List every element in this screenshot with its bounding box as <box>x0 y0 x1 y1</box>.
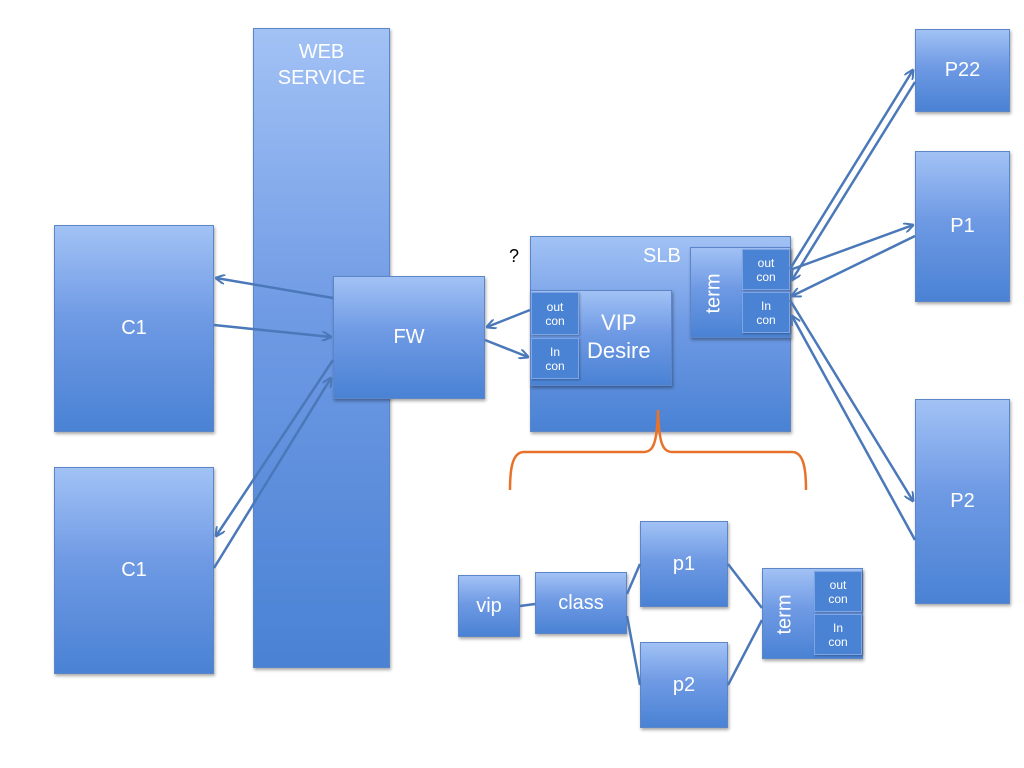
server-label-p2: P2 <box>950 490 975 512</box>
arrow-c1-top-to-fw <box>213 323 331 337</box>
server-box-p22: P22 <box>915 29 1010 112</box>
term-out-con-line2: con <box>756 269 776 284</box>
server-box-p1: P1 <box>915 151 1010 302</box>
flow-class-box: class <box>535 572 627 634</box>
arrow-term-to-p22 <box>788 70 913 270</box>
orange-brace <box>508 409 808 491</box>
question-mark: ? <box>509 246 520 266</box>
flow-vip-label: vip <box>476 594 502 617</box>
server-box-p2: P2 <box>915 399 1010 604</box>
flow-line-p1-term <box>727 563 763 609</box>
vip-desire-line2: Desire <box>587 338 651 363</box>
flow-p1-label: p1 <box>672 552 696 575</box>
term-in-con-line2: con <box>756 312 776 327</box>
arrow-p1-to-term <box>792 234 916 296</box>
vip-out-con-line2: con <box>545 313 565 328</box>
client-box-1: C1 <box>54 225 214 432</box>
flow-line-class-p1 <box>625 563 642 595</box>
slb-label: SLB <box>643 245 681 267</box>
fw-box: FW <box>333 276 485 399</box>
vip-in-con-line2: con <box>545 358 565 373</box>
server-label-p1: P1 <box>950 215 975 237</box>
arrow-term-to-p2 <box>788 299 913 501</box>
flow-out-con-line2: con <box>828 591 848 606</box>
term-out-con-line1: out <box>757 255 775 270</box>
vip-in-con-line1: In <box>549 344 560 359</box>
flow-in-con-line1: In <box>832 620 843 635</box>
web-service-label-line2: SERVICE <box>277 67 366 89</box>
flow-p2-label: p2 <box>672 673 696 696</box>
flow-out-con-box: out con <box>814 571 862 612</box>
client-box-2: C1 <box>54 467 214 674</box>
arrow-fw-to-c1-top <box>216 278 334 300</box>
arrow-c1-bottom-to-fw <box>212 378 331 569</box>
arrow-term-to-p1 <box>789 225 913 272</box>
flow-p2-box: p2 <box>640 642 728 728</box>
arrow-vip-to-fw <box>487 308 531 327</box>
vip-out-con-line1: out <box>546 299 564 314</box>
client-label-2: C1 <box>121 559 147 581</box>
flow-line-class-p2 <box>625 615 642 686</box>
flow-vip-box: vip <box>458 575 520 637</box>
arrow-fw-to-c1-bottom <box>216 359 335 536</box>
flow-line-p2-term <box>726 619 764 686</box>
flow-out-con-line1: out <box>829 577 847 592</box>
vip-in-con-box: In con <box>531 338 579 379</box>
client-label-1: C1 <box>121 317 147 339</box>
term-in-con-line1: In <box>760 298 771 313</box>
web-service-label-line1: WEB <box>298 41 345 63</box>
flow-in-con-line2: con <box>828 634 848 649</box>
arrow-fw-to-vip <box>484 338 528 357</box>
flow-p1-box: p1 <box>640 521 728 607</box>
fw-label: FW <box>393 326 425 348</box>
vip-desire-line1: VIP <box>601 310 637 335</box>
flow-in-con-box: In con <box>814 614 862 655</box>
vip-out-con-box: out con <box>531 292 579 335</box>
flow-line-vip-class <box>519 602 536 608</box>
flow-class-label: class <box>558 591 604 614</box>
server-label-p22: P22 <box>944 59 981 81</box>
term-out-con-box: out con <box>742 249 790 290</box>
term-in-con-box: In con <box>742 292 790 333</box>
arrow-p2-to-term <box>792 316 917 541</box>
arrow-p22-to-term <box>792 81 917 280</box>
